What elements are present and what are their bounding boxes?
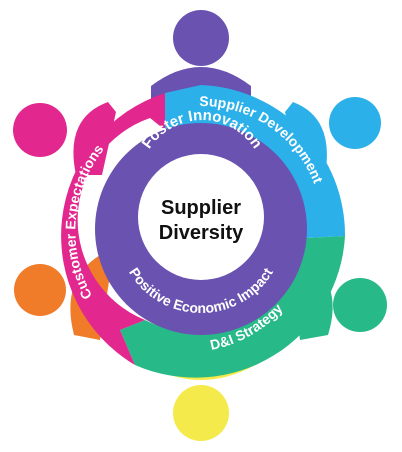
outer-ring-customer-expectations bbox=[61, 93, 165, 365]
center-title-line-1: Supplier bbox=[161, 197, 241, 219]
figure-upper-right-head-icon bbox=[329, 97, 381, 149]
figure-upper-left-head-icon bbox=[13, 103, 67, 157]
center-title-line-2: Diversity bbox=[159, 222, 244, 244]
figure-bottom-head-icon bbox=[173, 385, 229, 441]
center-disc bbox=[138, 154, 264, 280]
outer-ring-di-strategy bbox=[120, 236, 345, 378]
figure-lower-left-head-icon bbox=[14, 264, 66, 316]
figure-top-head-icon bbox=[173, 10, 229, 66]
figure-lower-right-head-icon bbox=[333, 278, 387, 332]
